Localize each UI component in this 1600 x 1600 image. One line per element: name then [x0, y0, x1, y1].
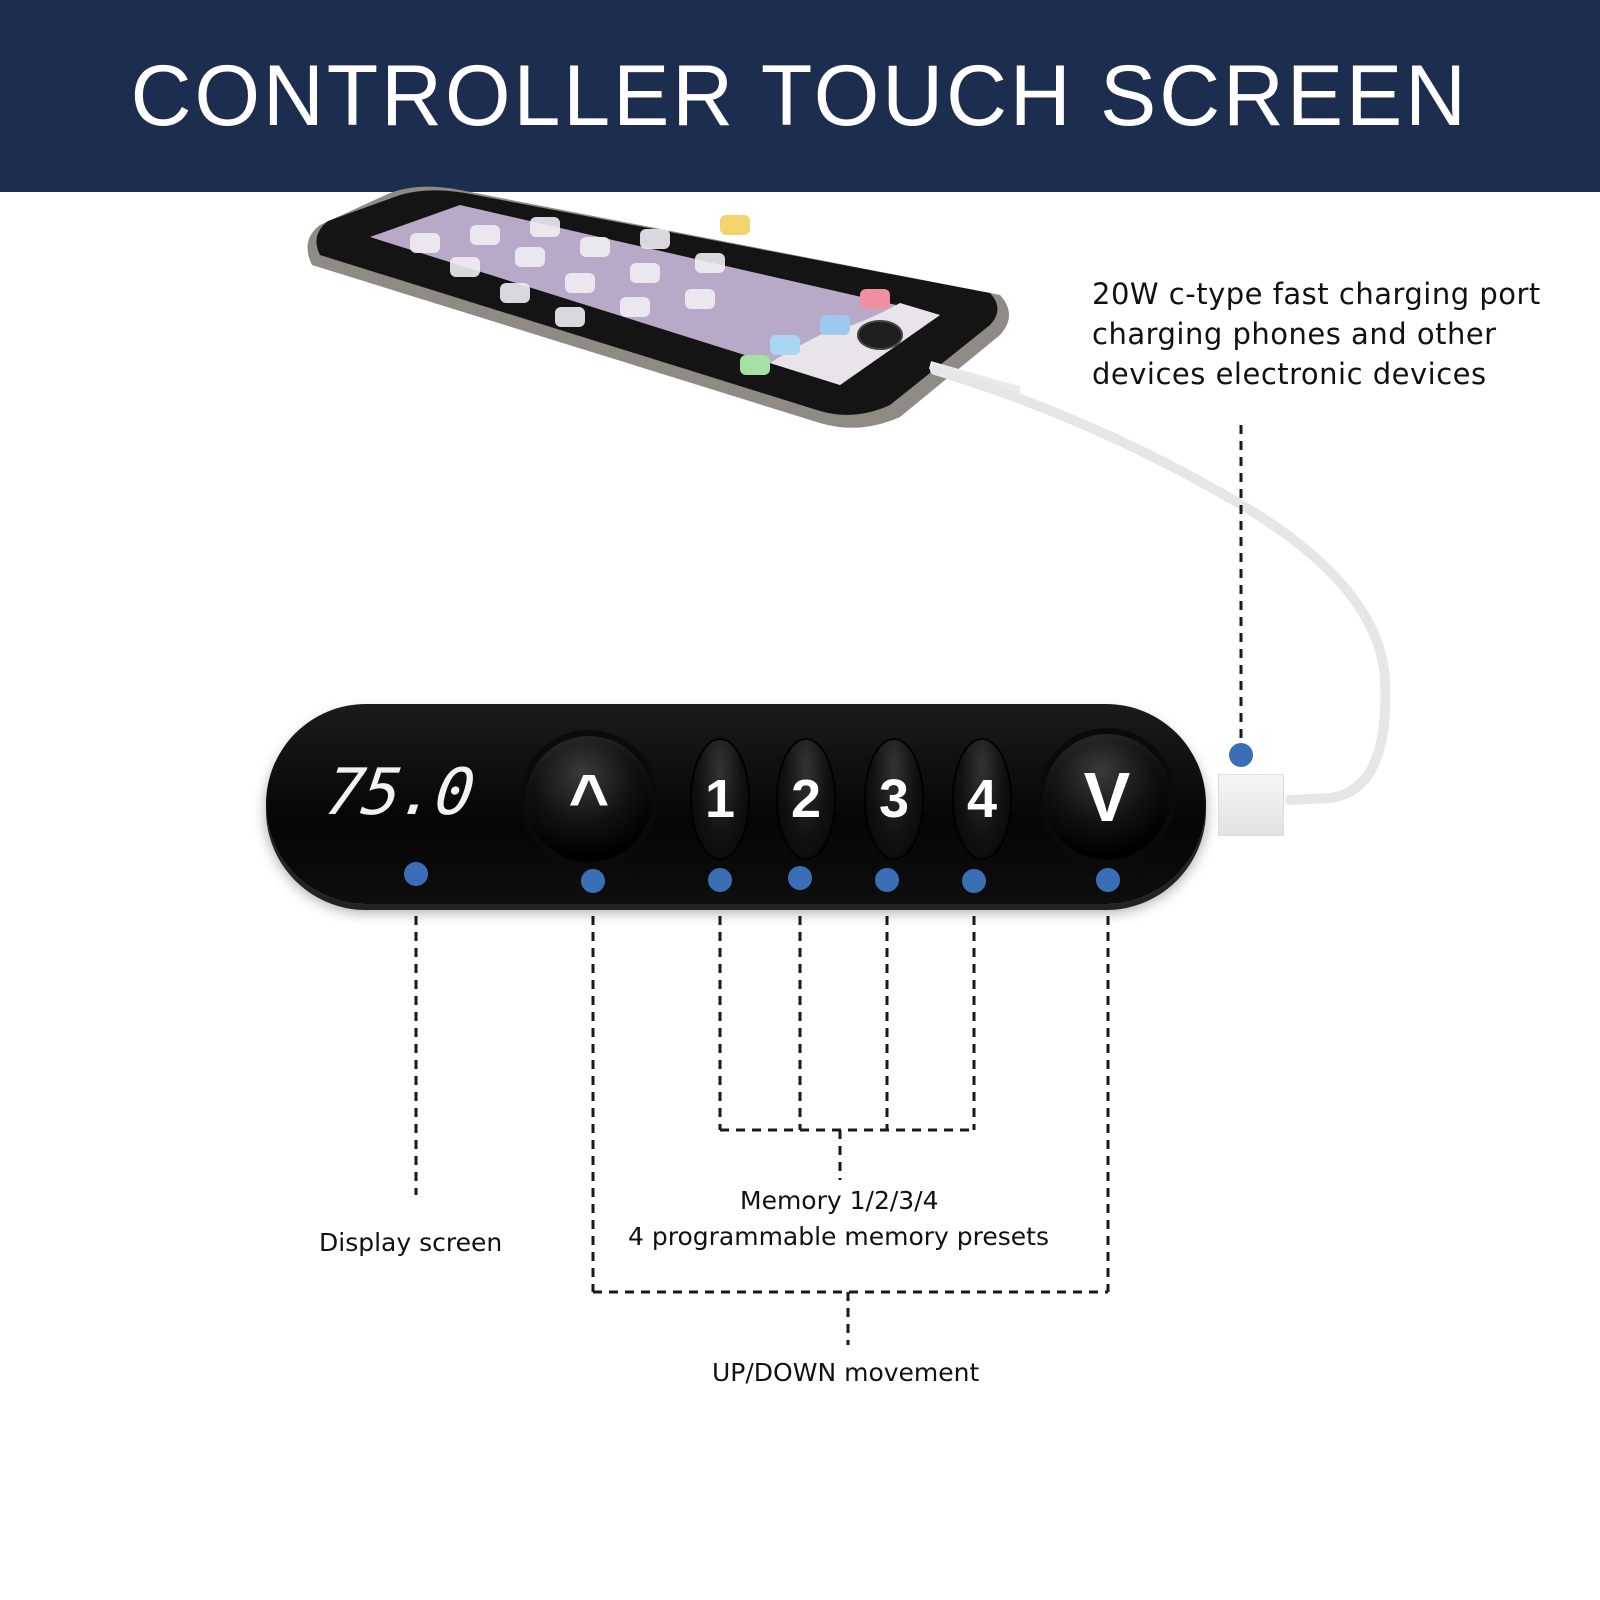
memory-button-label: 1 [704, 769, 736, 829]
header-banner: CONTROLLER TOUCH SCREEN [0, 0, 1600, 192]
memory-2-button[interactable]: 2 [778, 740, 834, 858]
port-annotation-line: devices electronic devices [1092, 357, 1487, 391]
up-button-marker [581, 869, 605, 893]
memory-button-label: 2 [790, 769, 822, 829]
chevron-down-icon: V [1083, 758, 1131, 836]
memory-desc-label: 4 programmable memory presets [628, 1222, 1049, 1251]
updown-movement-label: UP/DOWN movement [712, 1358, 980, 1387]
memory-1-marker [708, 868, 732, 892]
memory-4-button[interactable]: 4 [954, 740, 1010, 858]
display-marker [404, 862, 428, 886]
height-display: 75.0 [320, 756, 478, 830]
memory-title-label: Memory 1/2/3/4 [740, 1186, 939, 1215]
memory-button-label: 4 [966, 769, 998, 829]
memory-button-label: 3 [878, 769, 910, 829]
display-screen-label: Display screen [319, 1228, 503, 1257]
charging-port-marker [1229, 743, 1253, 767]
up-button[interactable]: ^ [526, 736, 652, 862]
memory-2-marker [788, 866, 812, 890]
memory-4-marker [962, 869, 986, 893]
charging-port-annotation: 20W c-type fast charging port charging p… [1092, 274, 1541, 394]
down-button-marker [1096, 868, 1120, 892]
usb-c-charging-plug [1218, 774, 1284, 836]
memory-1-button[interactable]: 1 [692, 740, 748, 858]
page-title: CONTROLLER TOUCH SCREEN [130, 47, 1470, 144]
port-annotation-line: charging phones and other [1092, 317, 1497, 351]
down-button[interactable]: V [1044, 734, 1170, 860]
port-annotation-line: 20W c-type fast charging port [1092, 277, 1541, 311]
memory-3-button[interactable]: 3 [866, 740, 922, 858]
memory-3-marker [875, 868, 899, 892]
chevron-up-icon: ^ [568, 760, 610, 838]
smartphone-illustration [307, 186, 1020, 428]
